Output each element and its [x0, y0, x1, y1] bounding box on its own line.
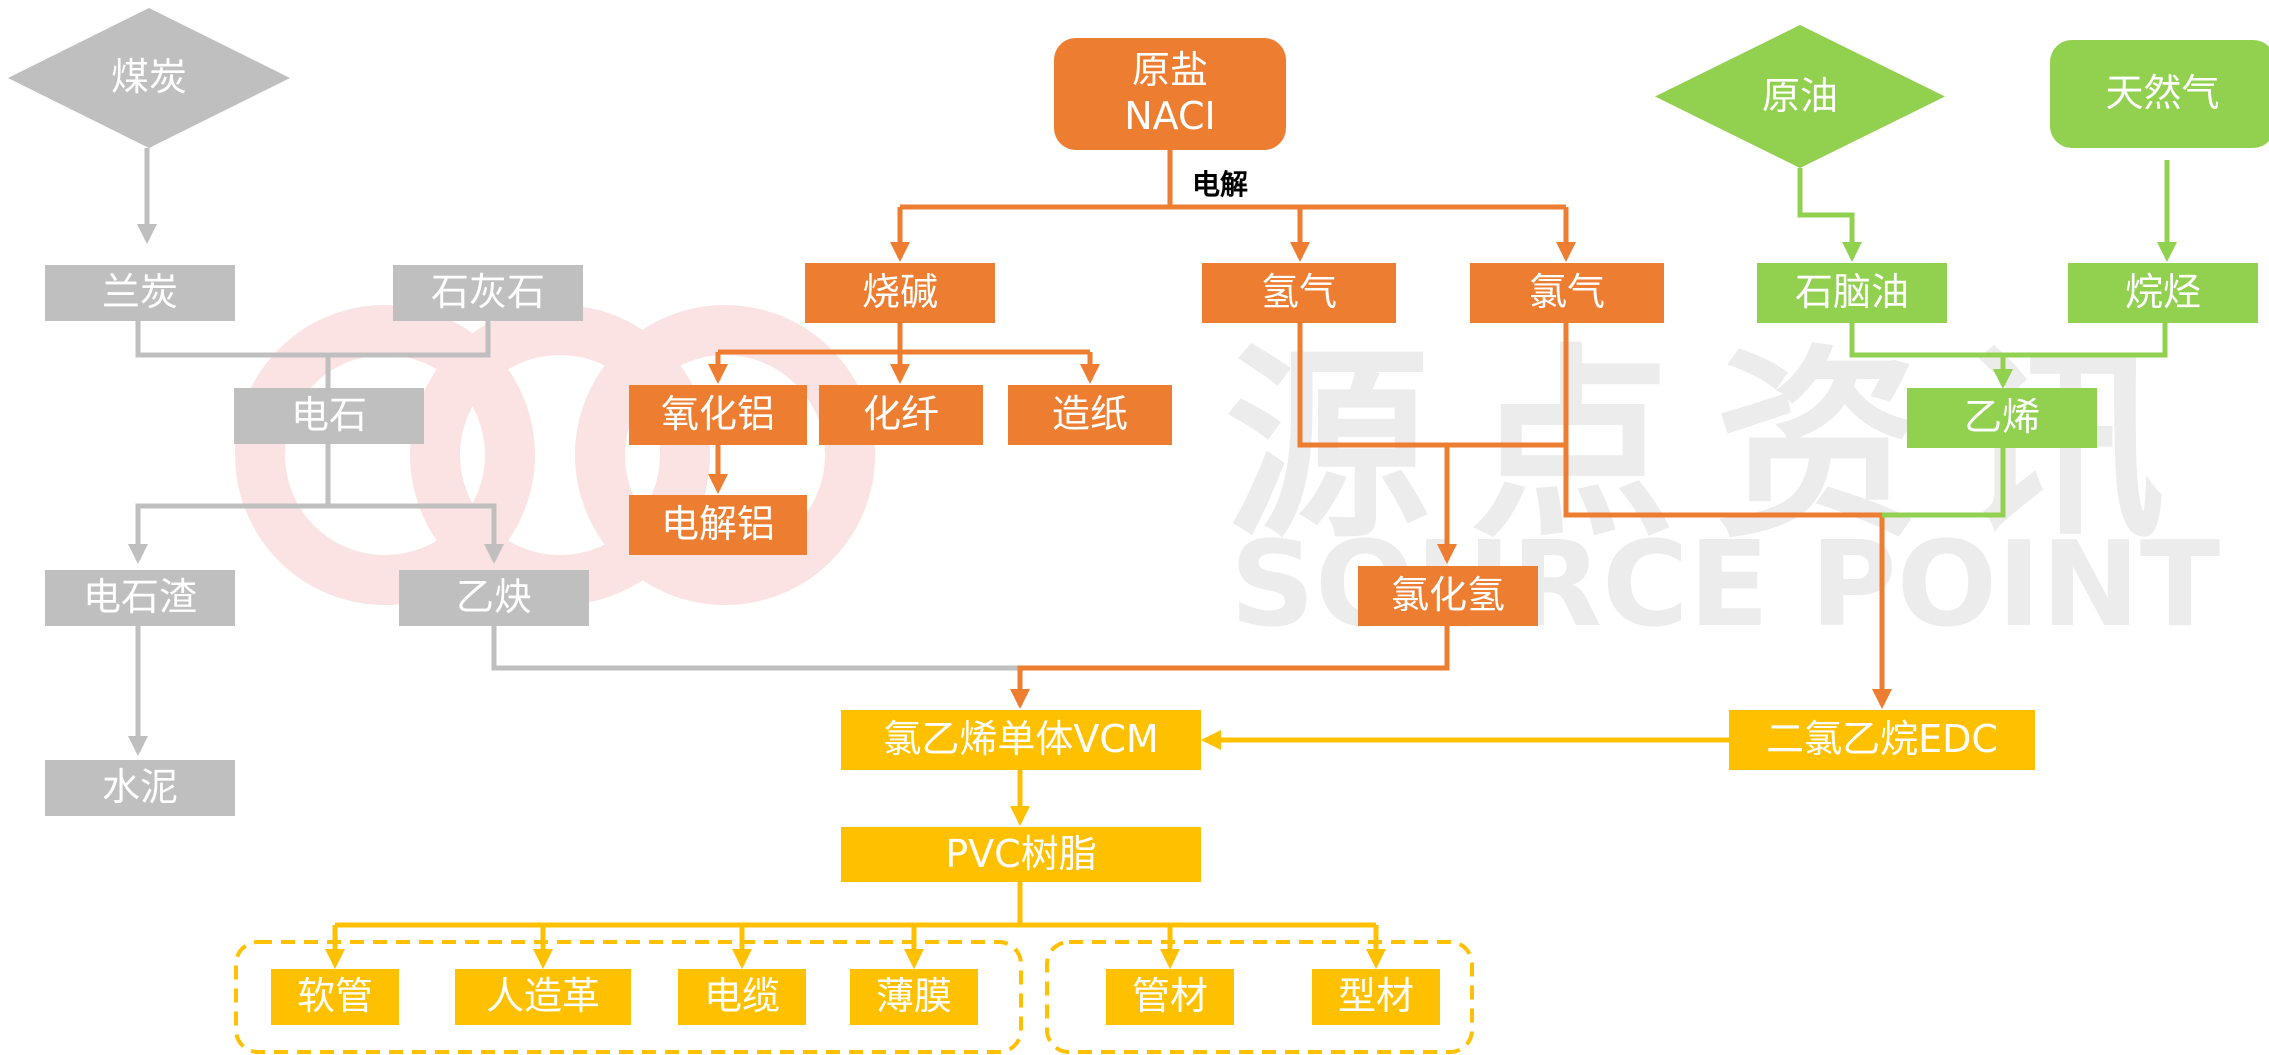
watermark-ring-left [235, 305, 535, 605]
node-ethylene: 乙烯 [1907, 388, 2097, 448]
node-papermaking: 造纸 [1008, 385, 1172, 445]
edge-hydrogen-chlorine-merge [1297, 323, 1569, 448]
node-artificial-leather: 人造革 [455, 969, 631, 1025]
edge-acetylene-vcm [491, 626, 1020, 671]
label-electrolysis: 电解 [1192, 168, 1249, 201]
node-electrolytic-aluminum: 电解铝 [629, 495, 807, 555]
node-naphtha: 石脑油 [1757, 263, 1947, 323]
node-natural-gas: 天然气 [2050, 40, 2269, 148]
product-group-hard [1045, 940, 1474, 1054]
watermark-ring-right [575, 305, 875, 605]
edge-semicoke-limestone-merge [135, 321, 491, 358]
node-acetylene: 乙炔 [399, 570, 589, 626]
node-cement: 水泥 [45, 760, 235, 816]
edge-carbide-acetylene [328, 503, 504, 564]
edge-ethylene-edc [1882, 448, 2006, 518]
node-chlorine: 氯气 [1470, 263, 1664, 323]
node-hose: 软管 [271, 969, 399, 1025]
node-carbide-slag: 电石渣 [45, 570, 235, 626]
node-raw-salt: 原盐 NACI [1054, 38, 1286, 150]
raw-salt-line2: NACI [1124, 94, 1216, 138]
node-hydrogen: 氢气 [1202, 263, 1396, 323]
product-group-soft [234, 940, 1023, 1054]
edge-hcl-vcm [1010, 626, 1450, 709]
edge-naphtha-alkane-merge [1849, 323, 2168, 358]
node-pvc-resin: PVC树脂 [841, 827, 1201, 882]
node-alkane: 烷烃 [2068, 263, 2258, 323]
node-limestone: 石灰石 [393, 265, 583, 321]
node-calcium-carbide: 电石 [234, 388, 424, 444]
edge-chlorine-edc [1563, 445, 1892, 709]
node-chemical-fiber: 化纤 [819, 385, 983, 445]
node-semi-coke: 兰炭 [45, 265, 235, 321]
node-vcm: 氯乙烯单体VCM [841, 710, 1201, 770]
node-alumina: 氧化铝 [629, 385, 807, 445]
node-hydrogen-chloride: 氯化氢 [1358, 566, 1538, 626]
edge-crude-naphtha [1797, 168, 1862, 262]
raw-salt-line1: 原盐 [1131, 48, 1208, 93]
node-edc: 二氯乙烷EDC [1729, 710, 2035, 770]
node-cable: 电缆 [678, 969, 806, 1025]
node-film: 薄膜 [850, 969, 978, 1025]
edge-carbide-split [128, 444, 331, 564]
node-caustic-soda: 烧碱 [805, 263, 995, 323]
node-pipe: 管材 [1106, 969, 1234, 1025]
node-profile: 型材 [1312, 969, 1440, 1025]
